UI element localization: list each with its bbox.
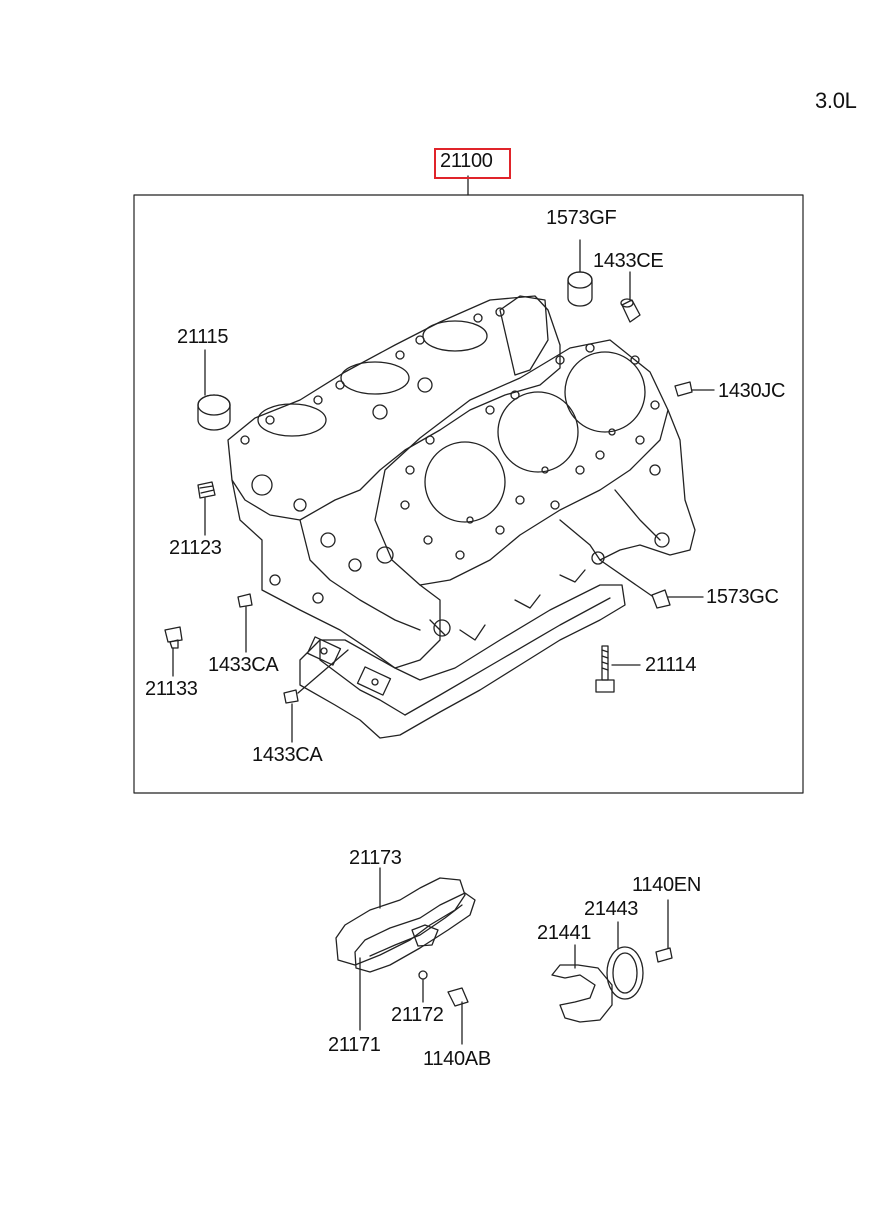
part-1573GC-label[interactable]: 1573GC — [706, 586, 779, 608]
main-assembly-highlight — [434, 148, 511, 179]
part-21114-label[interactable]: 21114 — [645, 654, 697, 676]
part-1433CE-label[interactable]: 1433CE — [593, 250, 664, 272]
part-1140AB-label[interactable]: 1140AB — [423, 1048, 491, 1070]
part-21172-label[interactable]: 21172 — [391, 1004, 444, 1026]
part-21123-label[interactable]: 21123 — [169, 537, 222, 559]
cylinder-block-drawing — [227, 295, 696, 739]
part-1430JC-label[interactable]: 1430JC — [718, 380, 786, 402]
engine-size-label: 3.0L — [815, 88, 857, 113]
small-parts — [164, 239, 715, 1045]
part-21173-label[interactable]: 21173 — [349, 847, 402, 869]
part-1433CA-label-a[interactable]: 1433CA — [208, 654, 279, 676]
part-21171-label[interactable]: 21171 — [328, 1034, 381, 1056]
part-1140EN-label[interactable]: 1140EN — [632, 874, 701, 896]
part-1573GF-label[interactable]: 1573GF — [546, 207, 617, 229]
part-21443-label[interactable]: 21443 — [584, 898, 639, 920]
part-1433CA-label-b[interactable]: 1433CA — [252, 744, 323, 766]
part-21100-label[interactable]: 21100 — [440, 150, 493, 172]
part-21133-label[interactable]: 21133 — [145, 678, 198, 700]
part-21441-label[interactable]: 21441 — [537, 922, 592, 944]
part-21115-label[interactable]: 21115 — [177, 326, 229, 348]
